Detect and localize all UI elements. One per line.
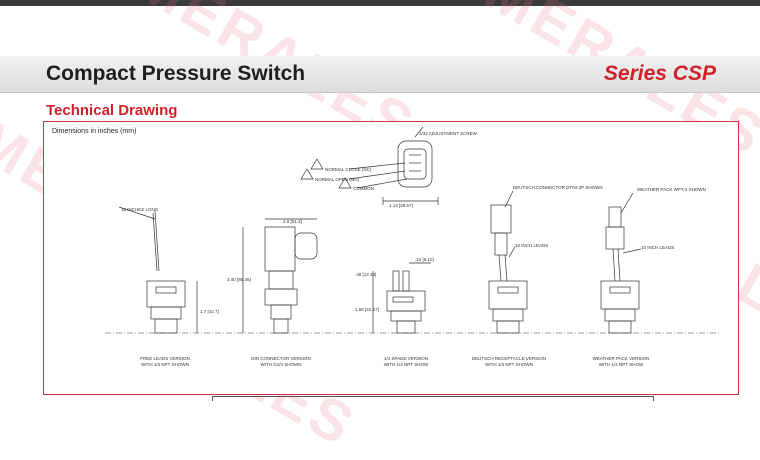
warning-triangle-icon xyxy=(338,177,352,189)
deutsch-leads-label: 10 INCH LEADS xyxy=(515,243,548,248)
weather-pack-switch xyxy=(600,192,642,334)
page-title: Compact Pressure Switch xyxy=(46,62,306,85)
caption-free-leads-line1: FREE LEADS VERSION xyxy=(140,356,190,361)
normal-close-label: NORMAL CLOSE (NC) xyxy=(325,167,372,172)
weather-pack-label: WEATHER PACK WPT-2 SHOWN xyxy=(637,187,706,192)
caption-spade-line2: WITH 1/4 NPT SHOW xyxy=(384,362,429,367)
header-band xyxy=(0,56,760,93)
switch-top-view xyxy=(348,126,439,205)
free-leads-length-label: 18 INCHES LONG xyxy=(121,207,159,212)
dim-spade-c: 1.68 [42.67] xyxy=(355,307,379,312)
dim-width-top: 1.13 [28.57] xyxy=(389,203,413,208)
warning-triangle-icon xyxy=(310,158,324,170)
dimensions-note: Dimensions in inches (mm) xyxy=(52,128,137,135)
spec-table-edge xyxy=(212,396,654,401)
normal-open-label: NORMAL OPEN (NO) xyxy=(315,177,360,182)
deutsch-connector-label: DEUTSCH CONNECTOR DT04-2P SHOWN xyxy=(513,185,603,190)
caption-weather-pack-line1: WEATHER PACK VERSION xyxy=(593,356,650,361)
caption-deutsch-line1: DEUTSCH RECEPTACLE VERSION xyxy=(472,356,546,361)
caption-free-leads-line2: WITH 1/4 NPT SHOWN xyxy=(141,362,189,367)
technical-drawing: 1/32 ADJUSTMENT SCREW NORMAL CLOSE (NC) … xyxy=(105,126,719,367)
dim-din-width: 2.0 [51.3] xyxy=(283,219,302,224)
adjustment-screw-label: 1/32 ADJUSTMENT SCREW xyxy=(419,131,478,136)
deutsch-receptacle-switch xyxy=(488,190,528,334)
dim-spade-b: .24 [6.10] xyxy=(415,257,434,262)
spade-switch xyxy=(372,262,431,334)
technical-drawing-frame xyxy=(43,121,739,395)
dim-din-height: 3.40 [86.36] xyxy=(227,277,251,282)
top-strip xyxy=(0,0,760,6)
dim-free-height: 1.7 [42.7] xyxy=(200,309,219,314)
dim-spade-a: .48 [12.19] xyxy=(355,272,376,277)
caption-spade-line1: 1/4 SPADE VERSION xyxy=(384,356,428,361)
free-leads-switch xyxy=(118,206,198,334)
caption-din-line2: WITH G1/4 SHOWN xyxy=(260,362,301,367)
caption-din-line1: DIN CONNECTOR VERSION xyxy=(251,356,310,361)
caption-weather-pack-line2: WITH 1/4 NPT SHOW xyxy=(599,362,644,367)
din-connector-switch xyxy=(242,218,318,334)
caption-deutsch-line2: WITH 1/4 NPT SHOWN xyxy=(485,362,533,367)
common-label: COMMON xyxy=(353,186,374,191)
section-heading: Technical Drawing xyxy=(46,102,178,119)
weather-pack-leads-label: 10 INCH LEADS xyxy=(641,245,674,250)
warning-triangle-icon xyxy=(300,168,314,180)
series-name: Series CSP xyxy=(603,62,716,85)
